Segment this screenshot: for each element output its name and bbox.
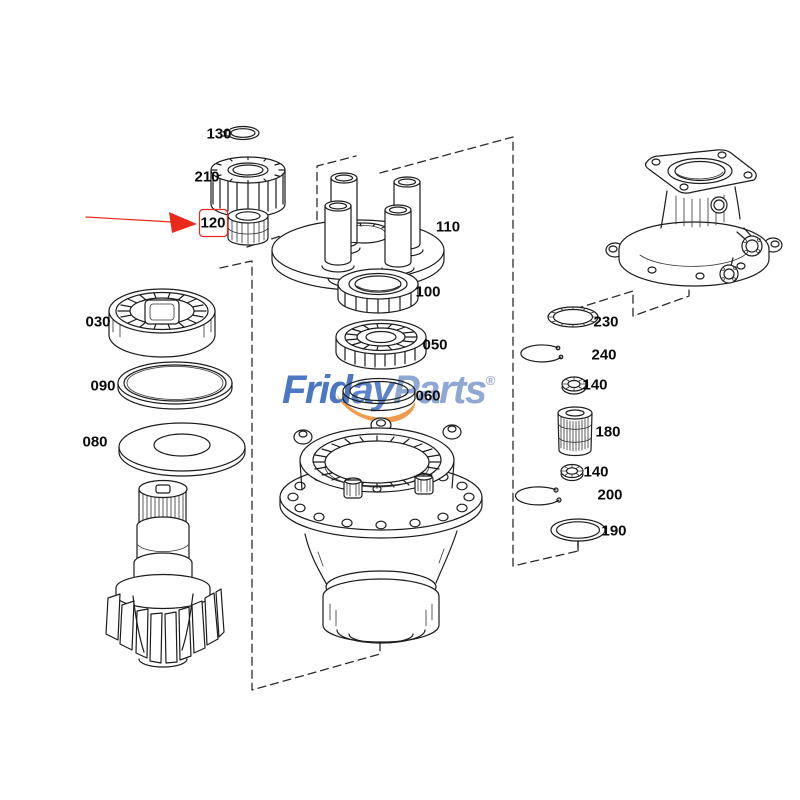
part-drawing-030 <box>108 288 216 358</box>
part-drawing-050 <box>335 319 427 370</box>
part-label-080: 080 <box>82 433 108 451</box>
highlight-box <box>198 208 229 238</box>
motor-housing-drawing <box>605 149 783 287</box>
part-drawing-100 <box>337 268 419 314</box>
part-drawing-210 <box>210 156 286 218</box>
part-drawing-140-upper <box>561 376 587 395</box>
part-label-130: 130 <box>206 125 232 143</box>
part-label-050: 050 <box>422 336 448 354</box>
part-drawing-200 <box>514 486 562 506</box>
part-drawing-190 <box>550 518 606 552</box>
part-drawing-060 <box>342 377 416 412</box>
part-drawing-080 <box>118 422 246 477</box>
part-label-190: 190 <box>601 522 627 540</box>
logo-swoosh-icon <box>336 394 416 423</box>
part-drawing-180 <box>557 406 593 457</box>
part-label-200: 200 <box>597 486 623 504</box>
part-drawing-240 <box>520 344 564 363</box>
highlight-annotation <box>85 208 229 238</box>
pinion-shaft-drawing <box>105 479 225 668</box>
part-label-140-lower: 140 <box>583 463 609 481</box>
part-label-100: 100 <box>415 283 441 301</box>
part-drawing-230 <box>547 306 599 328</box>
registered-mark: ® <box>485 373 496 388</box>
part-label-090: 090 <box>90 377 116 395</box>
part-label-210: 210 <box>194 168 220 186</box>
part-label-180: 180 <box>595 423 621 441</box>
part-drawing-120 <box>227 208 269 246</box>
part-label-240: 240 <box>591 346 617 364</box>
part-label-110: 110 <box>435 218 461 236</box>
watermark-text: FridayParts® <box>282 368 522 413</box>
part-drawing-090 <box>117 361 233 410</box>
part-label-230: 230 <box>593 313 619 331</box>
part-label-120-highlighted: 120 <box>200 214 226 232</box>
watermark-logo: FridayParts® <box>282 368 522 430</box>
part-label-030: 030 <box>85 313 111 331</box>
highlight-arrow-icon <box>169 212 197 233</box>
watermark-text-frid: Frid <box>282 368 353 412</box>
part-drawing-130 <box>222 125 260 141</box>
part-label-060: 060 <box>415 387 441 405</box>
watermark-text-ay: ay <box>351 368 395 412</box>
part-drawing-140-lower <box>560 463 584 482</box>
part-label-140-upper: 140 <box>582 376 608 394</box>
gear-housing-drawing <box>279 417 483 644</box>
